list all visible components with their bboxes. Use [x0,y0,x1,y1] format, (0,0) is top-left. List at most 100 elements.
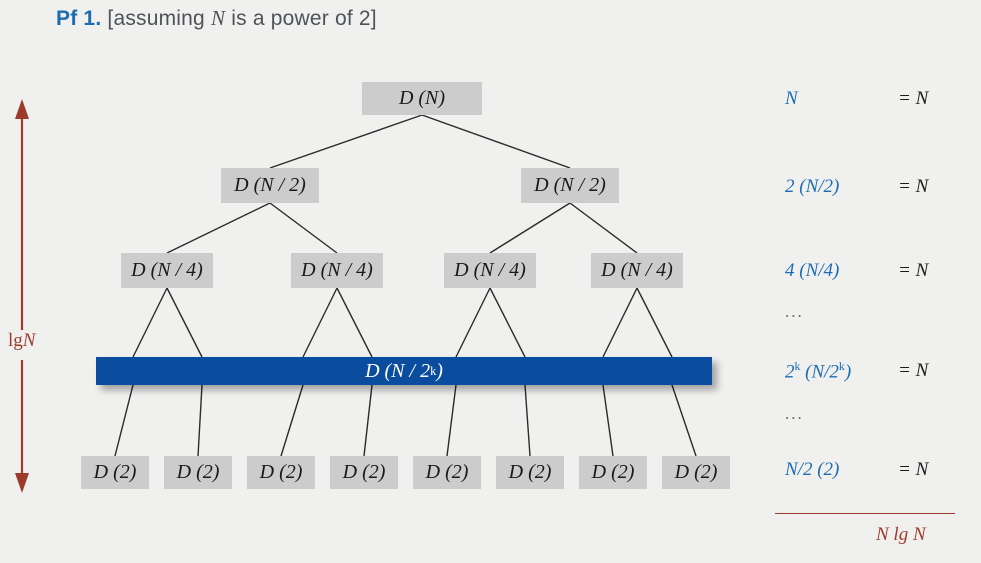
node-fn: D [508,461,524,483]
tree-leaf-1[interactable]: D (2) [164,456,232,489]
cost-term-leaf: N/2 (2) [785,459,839,481]
tree-node-l1-0[interactable]: D (N / 2) [221,168,319,203]
node-fn: D [398,87,414,109]
cost-value-0: = N [898,88,928,110]
node-fn: D [591,461,607,483]
tree-leaf-4[interactable]: D (2) [413,456,481,489]
page-title: Pf 1. [assuming N is a power of 2] [56,6,377,31]
node-fn: D [259,461,275,483]
total-cost: N lg N [876,524,926,546]
node-arg: (N / 4) [620,259,673,281]
tree-leaf-0[interactable]: D (2) [81,456,149,489]
node-fn: D [342,461,358,483]
node-arg: (2) [694,461,718,483]
assumption-open: [assuming [107,7,205,30]
cost-term-post: N/2) [805,176,840,197]
arrow-head-up [15,99,29,119]
arrow-head-down [15,473,29,493]
node-fn: D [601,259,616,281]
assumption-rest: is a power of 2] [231,7,377,30]
tree-leaf-6[interactable]: D (2) [579,456,647,489]
node-fn: D [425,461,441,483]
tree-leaf-2[interactable]: D (2) [247,456,315,489]
node-arg: (2) [528,461,552,483]
cost-value-text: = N [898,88,929,109]
depth-label-var: N [22,330,36,351]
cost-value-1: = N [898,176,928,198]
cost-term-2: 4 (N/4) [785,260,839,282]
cost-value-leaf: = N [898,459,928,481]
cost-term-exponent-2: k [838,360,845,373]
node-fn: D [534,174,549,196]
cost-value-text: = N [898,459,929,480]
assumption-text: [assuming N is a power of 2] [107,6,377,30]
tree-node-root[interactable]: D (N) [362,82,482,115]
node-arg: (2) [611,461,635,483]
node-arg: (N / 2) [253,174,306,196]
cost-term-pre: 2 ( [785,176,806,197]
node-arg: (N / 4) [473,259,526,281]
node-arg: (N / 2) [553,174,606,196]
cost-term-1: 2 (N/2) [785,176,839,198]
edge-group-l2-bar [132,287,673,358]
cost-term-k: 2k (N/2k) [785,360,851,383]
cost-ellipsis-text: ... [785,302,804,321]
node-arg: (2) [113,461,137,483]
cost-term-post: 2) [823,459,840,480]
tree-node-l2-3[interactable]: D (N / 4) [591,253,683,288]
depth-label-lg: lg [8,330,23,351]
node-arg: (2) [196,461,220,483]
node-arg: (2) [279,461,303,483]
depth-arrow [15,99,29,493]
proof-label: Pf 1. [56,7,102,30]
node-fn: D [93,461,109,483]
cost-ellipsis-1: ... [785,404,804,424]
node-fn: D [234,174,249,196]
cost-term-pre: 4 ( [785,260,806,281]
assumption-var: N [210,6,226,30]
tree-leaf-5[interactable]: D (2) [496,456,564,489]
edge-group-l0-l1 [269,114,571,169]
node-arg: (N / 4) [150,259,203,281]
total-cost-text: N lg N [876,524,926,545]
node-fn: D [176,461,192,483]
edge-group-bar-leaves [114,384,697,457]
edge-group-l1-l2 [166,202,638,254]
tree-node-l2-0[interactable]: D (N / 4) [121,253,213,288]
tree-node-l1-1[interactable]: D (N / 2) [521,168,619,203]
node-arg: (2) [445,461,469,483]
cost-term-pre: N/2 ( [785,459,824,480]
bar-suffix: ) [436,359,443,382]
tree-node-l2-2[interactable]: D (N / 4) [444,253,536,288]
total-divider [775,513,955,515]
cost-term-mid: (N/2 [800,361,839,383]
tree-leaf-3[interactable]: D (2) [330,456,398,489]
cost-value-text: = N [898,260,929,281]
tree-node-l2-1[interactable]: D (N / 4) [291,253,383,288]
cost-term-post: N/4) [805,260,840,281]
cost-value-text: = N [898,176,929,197]
node-fn: D [301,259,316,281]
tree-leaf-7[interactable]: D (2) [662,456,730,489]
cost-term-text: N [785,88,798,109]
cost-term-pre: 2 [785,361,795,383]
cost-ellipsis-text: ... [785,404,804,423]
cost-term-0: N [785,88,798,110]
node-arg: (N / 4) [320,259,373,281]
node-fn: D [674,461,690,483]
cost-term-exponent: k [794,360,801,373]
bar-exponent: k [430,363,437,378]
node-arg: (N) [418,87,446,109]
cost-term-post: ) [844,361,852,383]
cost-value-text: = N [898,360,929,381]
node-fn: D [131,259,146,281]
depth-label: lgN [8,330,35,352]
cost-value-2: = N [898,260,928,282]
node-fn: D [454,259,469,281]
cost-value-k: = N [898,360,928,382]
node-arg: (2) [362,461,386,483]
bar-prefix: D (N / 2 [365,359,431,382]
